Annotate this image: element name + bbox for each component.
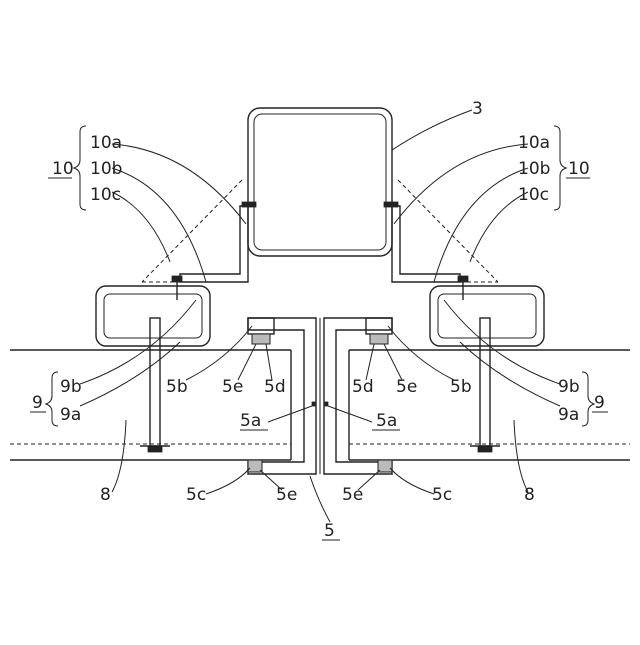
ref-8-left: 8 — [100, 485, 111, 505]
ref-10-right: 10 — [568, 159, 590, 179]
ref-5: 5 — [324, 521, 335, 541]
ref-9b-right: 9b — [558, 377, 580, 397]
cleat-right — [430, 276, 544, 346]
ref-10b-left: 10b — [90, 159, 122, 179]
ref-9-left: 9 — [32, 393, 43, 413]
ref-5c-right: 5c — [432, 485, 452, 505]
ref-9-right: 9 — [594, 393, 605, 413]
ref-5d-left: 5d — [264, 377, 286, 397]
ref-5d-right: 5d — [352, 377, 374, 397]
ref-10a-right: 10a — [518, 133, 550, 153]
underlines — [30, 178, 608, 540]
ref-3: 3 — [472, 99, 483, 119]
ref-5a-left: 5a — [240, 411, 261, 431]
ref-5b-left: 5b — [166, 377, 188, 397]
ref-10-left: 10 — [52, 159, 74, 179]
ref-10b-right: 10b — [518, 159, 550, 179]
ref-5e-lower-left: 5e — [276, 485, 297, 505]
ref-5b-right: 5b — [450, 377, 472, 397]
ref-10c-left: 10c — [90, 185, 121, 205]
cleat-left — [96, 276, 210, 346]
bracket-right — [384, 180, 498, 282]
gasket-upper-left — [252, 334, 270, 344]
gasket-upper-right — [370, 334, 388, 344]
ref-9b-left: 9b — [60, 377, 82, 397]
ref-10c-right: 10c — [518, 185, 549, 205]
ref-9a-left: 9a — [60, 405, 81, 425]
ref-5c-left: 5c — [186, 485, 206, 505]
ref-8-right: 8 — [524, 485, 535, 505]
ref-9a-right: 9a — [558, 405, 579, 425]
ref-5e-upper-right: 5e — [396, 377, 417, 397]
ref-5e-upper-left: 5e — [222, 377, 243, 397]
ref-5a-right: 5a — [376, 411, 397, 431]
ref-10a-left: 10a — [90, 133, 122, 153]
ref-5e-lower-right: 5e — [342, 485, 363, 505]
cover-box — [248, 108, 392, 256]
bracket-left — [142, 180, 256, 282]
